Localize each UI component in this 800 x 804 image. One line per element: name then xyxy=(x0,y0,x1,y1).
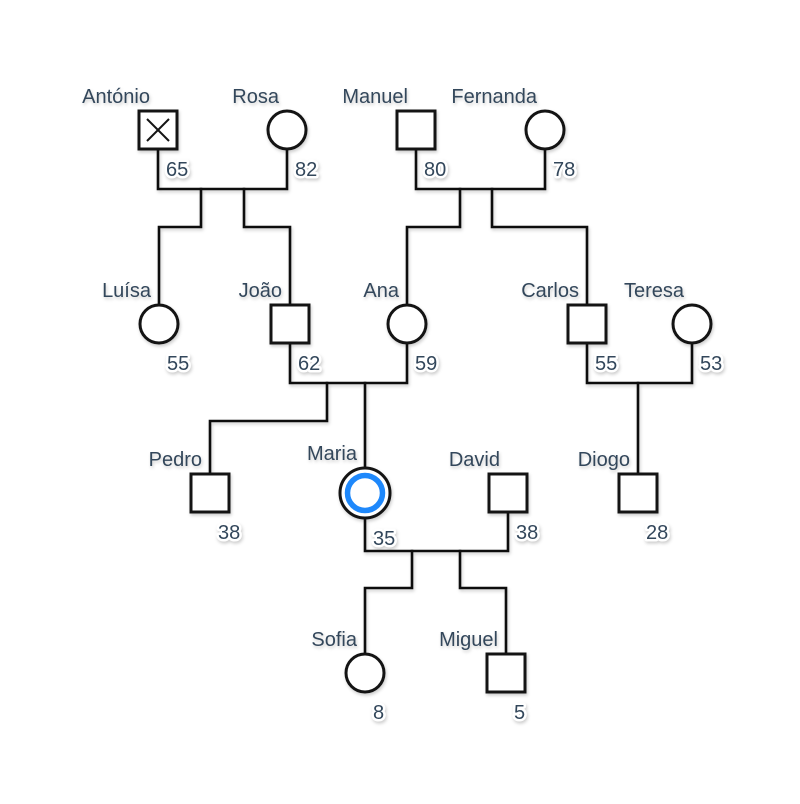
person-node-antonio[interactable]: António 65 xyxy=(82,86,191,184)
male-square-icon[interactable] xyxy=(566,303,608,345)
child-line-ana xyxy=(405,187,462,307)
person-name-label: João xyxy=(239,280,282,302)
person-name-label: António xyxy=(82,86,150,108)
male-square-icon[interactable] xyxy=(617,472,659,514)
male-square-icon[interactable] xyxy=(189,472,231,514)
female-circle-icon[interactable] xyxy=(386,303,428,345)
person-age-label: 59 xyxy=(415,353,437,375)
person-name-label: Diogo xyxy=(578,449,630,471)
person-age-label: 80 xyxy=(424,159,446,181)
person-node-manuel[interactable]: Manuel 80 xyxy=(342,86,448,184)
male-square-icon[interactable] xyxy=(269,303,311,345)
person-node-fernanda[interactable]: Fernanda 78 xyxy=(451,86,577,184)
person-age-label: 38 xyxy=(516,522,538,544)
person-age-label: 38 xyxy=(218,522,240,544)
female-circle-icon[interactable] xyxy=(138,303,180,345)
child-line-joao xyxy=(242,187,292,307)
partner-line-joao-ana xyxy=(288,341,409,385)
female-circle-icon[interactable] xyxy=(671,303,713,345)
child-line-pedro xyxy=(208,381,329,476)
person-name-label: Miguel xyxy=(439,629,498,651)
male-square-icon[interactable] xyxy=(395,109,437,151)
person-node-sofia[interactable]: Sofia 8 xyxy=(311,629,386,727)
person-node-pedro[interactable]: Pedro 38 xyxy=(149,449,243,547)
person-node-miguel[interactable]: Miguel 5 xyxy=(439,629,528,727)
child-line-carlos xyxy=(490,187,589,307)
person-node-teresa[interactable]: Teresa 53 xyxy=(624,280,725,378)
partner-line-maria-david xyxy=(363,510,510,553)
female-circle-icon[interactable] xyxy=(266,109,308,151)
person-name-label: Teresa xyxy=(624,280,685,302)
person-name-label: Carlos xyxy=(521,280,579,302)
person-name-label: Pedro xyxy=(149,449,202,471)
person-name-label: Rosa xyxy=(232,86,280,108)
male-square-icon[interactable] xyxy=(487,472,529,514)
male-square-icon[interactable] xyxy=(485,652,527,694)
person-name-label: Luísa xyxy=(102,280,152,302)
person-name-label: Maria xyxy=(307,443,358,465)
person-age-label: 62 xyxy=(298,353,320,375)
person-node-joao[interactable]: João 62 xyxy=(239,280,323,378)
deceased-x-icon xyxy=(146,118,170,142)
person-age-label: 8 xyxy=(373,702,384,724)
female-circle-icon[interactable] xyxy=(524,109,566,151)
person-node-luisa[interactable]: Luísa 55 xyxy=(102,280,192,378)
person-name-label: David xyxy=(449,449,500,471)
person-name-label: Manuel xyxy=(342,86,408,108)
person-age-label: 55 xyxy=(595,353,617,375)
person-age-label: 78 xyxy=(553,159,575,181)
female-circle-icon[interactable] xyxy=(344,652,386,694)
person-node-rosa[interactable]: Rosa 82 xyxy=(232,86,319,184)
child-line-sofia xyxy=(363,549,414,656)
person-name-label: Fernanda xyxy=(451,86,537,108)
partner-line-carlos-teresa xyxy=(585,341,694,385)
person-age-label: 55 xyxy=(167,353,189,375)
person-name-label: Ana xyxy=(363,280,399,302)
person-node-ana[interactable]: Ana 59 xyxy=(363,280,439,378)
person-age-label: 28 xyxy=(646,522,668,544)
partner-line-antonio-rosa xyxy=(156,147,289,191)
person-age-label: 5 xyxy=(514,702,525,724)
person-node-diogo[interactable]: Diogo 28 xyxy=(578,449,671,547)
child-line-miguel xyxy=(458,549,508,656)
person-node-david[interactable]: David 38 xyxy=(449,449,541,547)
connector-lines xyxy=(156,147,694,656)
selection-ring-icon xyxy=(344,472,386,514)
person-age-label: 53 xyxy=(700,353,722,375)
person-node-carlos[interactable]: Carlos 55 xyxy=(521,280,620,378)
child-line-luisa xyxy=(157,187,203,307)
person-age-label: 82 xyxy=(295,159,317,181)
person-node-maria[interactable]: Maria 35 xyxy=(307,443,398,553)
person-age-label: 35 xyxy=(373,528,395,550)
person-name-label: Sofia xyxy=(311,629,357,651)
partner-line-manuel-fernanda xyxy=(414,147,547,191)
person-age-label: 65 xyxy=(166,159,188,181)
